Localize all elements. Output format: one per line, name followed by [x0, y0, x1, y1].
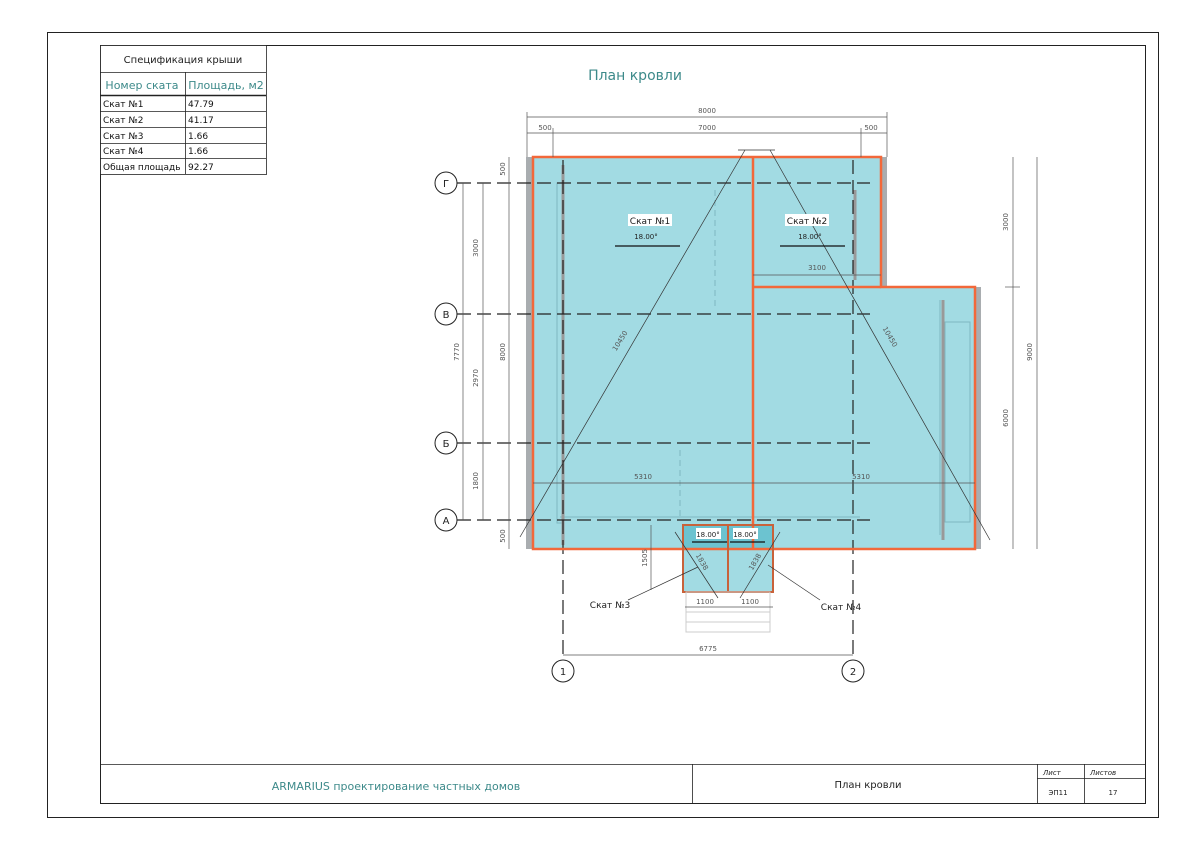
dim-top-left: 500 [538, 124, 551, 132]
sheets-count: 17 [1109, 789, 1118, 797]
title-block [100, 764, 1145, 803]
spec-row-name: Скат №3 [103, 132, 143, 142]
axis-label-g: Г [443, 179, 449, 190]
grid-axes [457, 160, 870, 660]
roof-edges [531, 155, 977, 551]
plan-title: План кровли [588, 68, 682, 84]
dim-5310-right: 5310 [852, 473, 870, 481]
slope-1-angle: 18.00° [634, 233, 658, 241]
dim-bottom-total: 6775 [699, 645, 717, 653]
axis-label-1: 1 [560, 667, 566, 678]
dim-left-total: 8000 [499, 343, 507, 361]
dim-porch-depth: 1505 [641, 549, 649, 567]
spec-rows: Скат №1 47.79 Скат №2 41.17 Скат №3 1.66… [103, 100, 214, 173]
spec-row-area: 92.27 [188, 163, 214, 173]
spec-row-name: Скат №2 [103, 116, 143, 126]
sheet-number: ЭП11 [1048, 789, 1067, 797]
spec-table [100, 45, 267, 175]
dim-3100: 3100 [808, 264, 826, 272]
dim-left-bottom: 500 [499, 529, 507, 542]
spec-header-slope: Номер ската [105, 79, 178, 92]
slope-4-label: Скат №4 [821, 603, 862, 613]
dim-left-top: 500 [499, 162, 507, 175]
dimension-lines [462, 112, 1038, 656]
spec-row-name: Скат №1 [103, 100, 143, 110]
sheets-label: Листов [1089, 769, 1116, 777]
company-name: ARMARIUS проектирование частных домов [272, 780, 520, 793]
spec-table-title: Спецификация крыши [124, 55, 243, 66]
axis-label-a: А [443, 516, 450, 527]
dim-top-total: 8000 [698, 107, 716, 115]
dim-left-g-v: 3000 [472, 239, 480, 257]
axis-label-v: В [443, 310, 450, 321]
slope-2-label: Скат №2 [787, 217, 827, 227]
axis-label-b: Б [443, 439, 450, 450]
spec-row-area: 41.17 [188, 116, 214, 126]
dim-5310-left: 5310 [634, 473, 652, 481]
spec-row-name: Общая площадь [103, 163, 181, 173]
dim-right-total: 9000 [1026, 343, 1034, 361]
porch-steps [685, 591, 771, 633]
dim-right-bottom: 6000 [1002, 409, 1010, 427]
slope-1-label: Скат №1 [630, 217, 670, 227]
spec-row-area: 47.79 [188, 100, 214, 110]
axis-bubbles [434, 171, 865, 683]
dim-right-top: 3000 [1002, 213, 1010, 231]
dim-left-b-a: 1800 [472, 472, 480, 490]
stamp-title: План кровли [834, 780, 901, 791]
inner-frame [100, 45, 1146, 804]
spec-header-area: Площадь, м2 [188, 79, 264, 92]
axis-label-2: 2 [850, 667, 856, 678]
dim-porch-right: 1100 [741, 598, 759, 606]
dim-top-mid: 7000 [698, 124, 716, 132]
spec-row-name: Скат №4 [103, 147, 144, 157]
slope-arrows [615, 245, 845, 543]
slope-3-label: Скат №3 [590, 601, 630, 611]
spec-row-area: 1.66 [188, 132, 208, 142]
dim-left-v-b: 2970 [472, 369, 480, 387]
slope-2-angle: 18.00° [798, 233, 822, 241]
dim-top-right: 500 [864, 124, 877, 132]
walls [526, 157, 981, 549]
dim-porch-left: 1100 [696, 598, 714, 606]
outer-frame [47, 32, 1159, 818]
sheet-label: Лист [1042, 769, 1062, 777]
slope-4-angle: 18.00° [733, 531, 757, 539]
slope-3-angle: 18.00° [696, 531, 720, 539]
dim-left-outer: 7770 [453, 343, 461, 361]
spec-row-area: 1.66 [188, 147, 208, 157]
